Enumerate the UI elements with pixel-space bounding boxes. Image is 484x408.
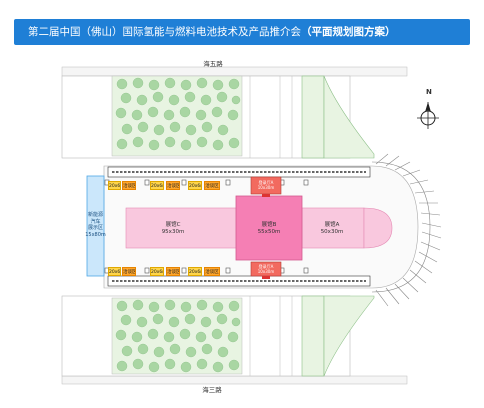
title-main: 第二届中国（佛山）国际氢能与燃料电池技术及产品推介会 <box>28 26 301 38</box>
north-tree-group <box>115 77 241 151</box>
hall-c-size: 95x30m <box>161 229 185 235</box>
hall-b-size: 55x50m <box>257 229 281 235</box>
hall-a-label[interactable]: 展馆A 50x30m <box>312 222 352 236</box>
north-curve-lawn <box>323 75 375 159</box>
hall-c-rect <box>125 207 239 249</box>
entrance-top-label[interactable]: 登录厅A 10x30m <box>250 180 282 190</box>
walkway-top <box>107 166 371 178</box>
north-lawn-right <box>301 75 325 159</box>
road-label-south: 海三路 <box>202 386 222 394</box>
left-zone-line2: 汽车 <box>90 218 101 225</box>
title-bold: （平面规划图方案） <box>301 26 396 38</box>
left-zone-rect <box>86 175 105 277</box>
booth-top-5[interactable]: 20x6m <box>188 181 202 190</box>
entrance-top-name: 登录厅A <box>258 180 274 185</box>
hall-a-rect <box>301 207 365 249</box>
road-north <box>61 66 408 77</box>
booth-top-6[interactable]: 洽谈区 <box>204 181 220 190</box>
booth-bottom-1[interactable]: 20x6m <box>108 267 121 276</box>
compass-north-label: N <box>426 88 432 96</box>
booth-bottom-2[interactable]: 洽谈区 <box>122 267 136 276</box>
booth-top-4[interactable]: 洽谈区 <box>166 181 180 190</box>
left-zone-size: 15x80m <box>85 231 106 238</box>
hall-c-name: 展馆C <box>165 222 181 228</box>
entrance-bottom-name: 登录厅A <box>258 264 274 269</box>
booth-bottom-5[interactable]: 20x6m <box>188 267 202 276</box>
entrance-top-tick <box>262 194 270 197</box>
hall-b-label[interactable]: 展馆B 55x50m <box>248 222 290 236</box>
hall-b-rect <box>235 195 303 261</box>
left-zone-line3: 展示区 <box>87 225 103 231</box>
booth-bottom-4[interactable]: 洽谈区 <box>166 267 180 276</box>
hall-a-size: 50x30m <box>320 229 344 235</box>
walkway-bottom <box>107 275 371 287</box>
south-curve-lawn <box>323 295 375 377</box>
entrance-top-size: 10x30m <box>257 185 275 190</box>
south-tree-group <box>115 299 241 373</box>
booth-bottom-6[interactable]: 洽谈区 <box>204 267 220 276</box>
left-zone-line1: 新能源 <box>87 212 103 218</box>
road-south <box>61 375 408 385</box>
booth-bottom-3[interactable]: 20x6m <box>150 267 164 276</box>
booth-top-3[interactable]: 20x6m <box>150 181 164 190</box>
entrance-bottom-tick <box>262 276 270 279</box>
compass-icon <box>417 102 439 129</box>
hall-b-name: 展馆B <box>261 222 277 228</box>
south-lawn-right <box>301 295 325 377</box>
booth-top-1[interactable]: 20x6m <box>108 181 121 190</box>
left-zone-label[interactable]: 新能源 汽车 展示区 15x80m <box>84 212 107 238</box>
hall-a-round-end <box>363 207 393 249</box>
entrance-bottom-label[interactable]: 登录厅A 10x30m <box>250 264 282 274</box>
booth-top-2[interactable]: 洽谈区 <box>122 181 136 190</box>
hall-a-name: 展馆A <box>324 222 340 228</box>
entrance-bottom-size: 10x30m <box>257 269 275 274</box>
east-parking-fan <box>371 153 442 307</box>
road-label-north: 海五路 <box>203 60 223 68</box>
hall-c-label[interactable]: 展馆C 95x30m <box>150 222 196 236</box>
title-banner: 第二届中国（佛山）国际氢能与燃料电池技术及产品推介会（平面规划图方案） <box>14 19 470 45</box>
